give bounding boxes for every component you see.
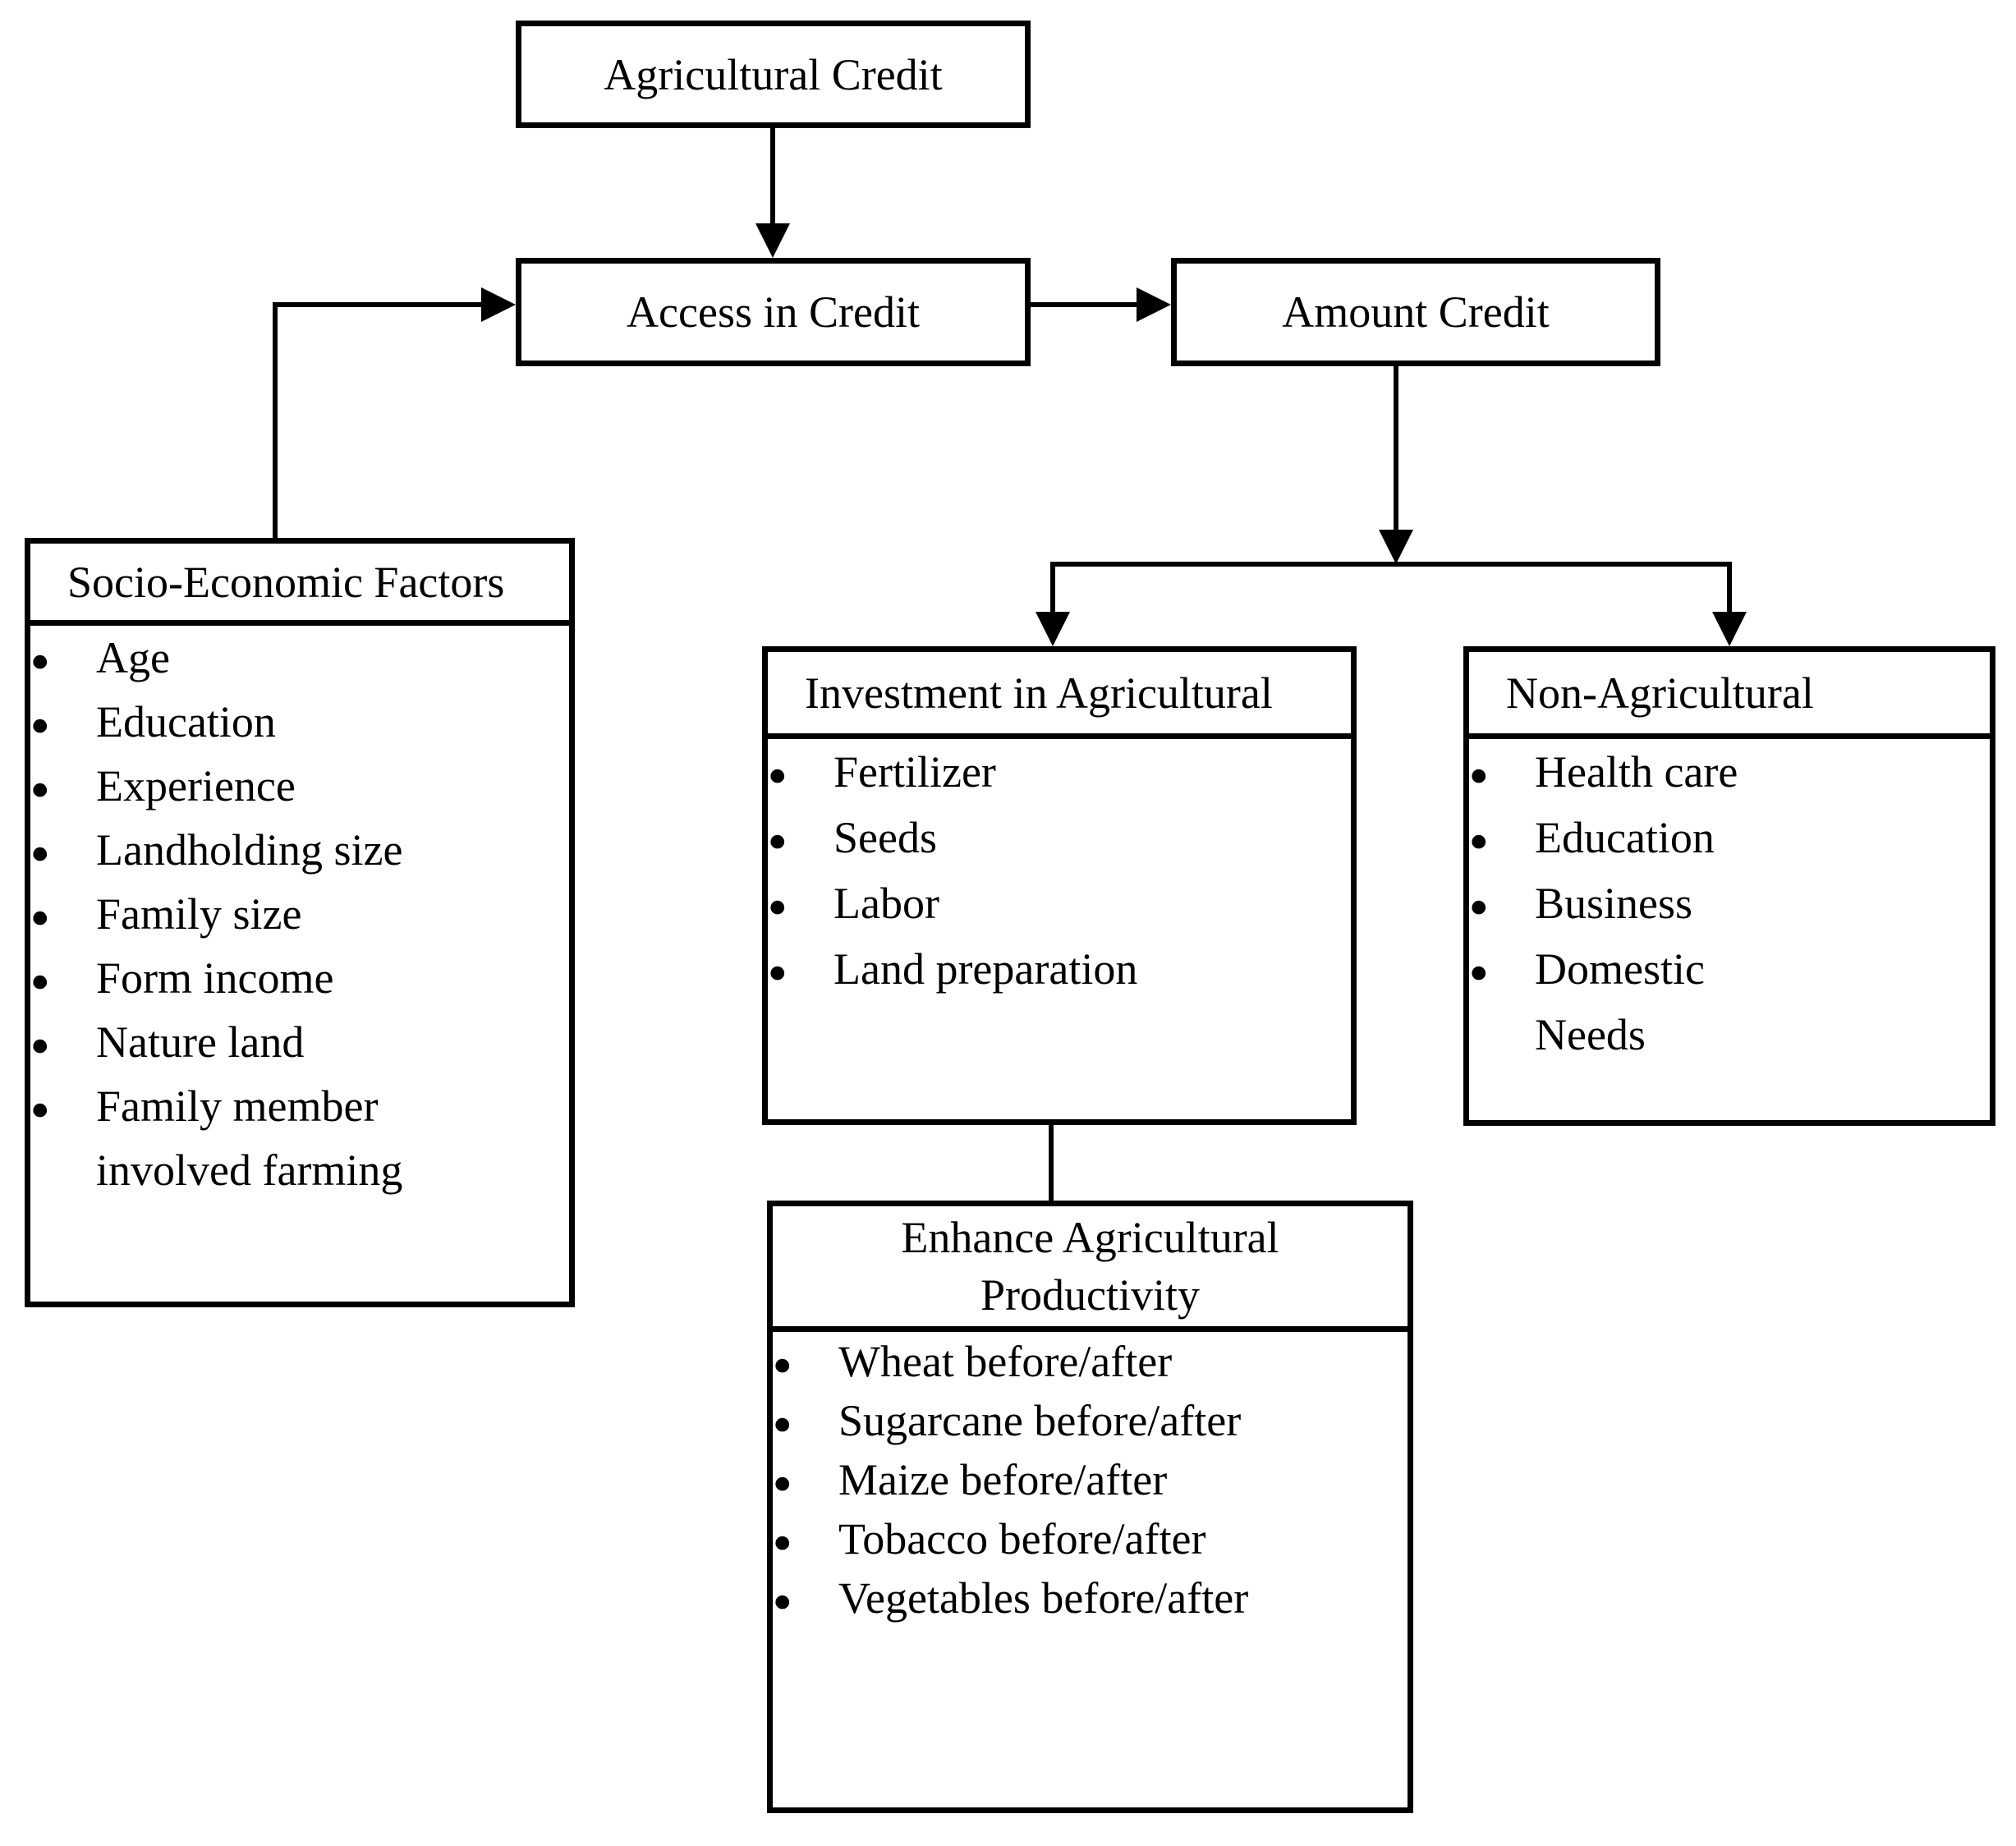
list-item: Seeds: [768, 805, 1351, 874]
list-item: Wheat before/after: [773, 1332, 1265, 1394]
connector-junction-to-nonagricultural-arrowhead-icon: [1712, 612, 1747, 646]
list-item: Vegetables before/after: [773, 1568, 1265, 1631]
list-item: Age: [30, 626, 466, 693]
connector-investment-to-enhance-line: [1049, 1125, 1054, 1201]
connector-amount-to-junction-arrowhead-icon: [1379, 530, 1413, 564]
list-item: Maize before/after: [773, 1450, 1265, 1513]
connector-junction-bar: [1050, 562, 1732, 567]
node-access-in-credit: Access in Credit: [516, 258, 1031, 366]
node-title: Enhance Agricultural Productivity: [773, 1206, 1408, 1332]
connector-socio-to-access-vertical-line: [273, 302, 278, 538]
list-item: Sugarcane before/after: [773, 1391, 1265, 1453]
enhance-productivity-list: Wheat before/afterSugarcane before/after…: [773, 1332, 1408, 1631]
connector-junction-to-nonagricultural-line: [1727, 562, 1732, 616]
list-item: Fertilizer: [768, 739, 1351, 808]
list-item: Labor: [768, 870, 1351, 939]
investment-list: FertilizerSeedsLaborLand preparation: [768, 739, 1351, 1005]
list-item: Education: [30, 690, 466, 757]
non-agricultural-list: Health careEducationBusinessDomestic Nee…: [1469, 739, 1990, 1068]
connector-amount-to-junction-line: [1394, 366, 1398, 532]
socio-economic-list: AgeEducationExperienceLandholding sizeFa…: [30, 626, 569, 1202]
node-agricultural-credit: Agricultural Credit: [516, 21, 1031, 128]
node-title: Socio-Economic Factors: [30, 544, 569, 626]
connector-junction-to-investment-line: [1050, 562, 1055, 616]
list-item: Form income: [30, 946, 466, 1013]
node-investment-in-agricultural: Investment in Agricultural FertilizerSee…: [762, 646, 1357, 1125]
list-item: Land preparation: [768, 936, 1351, 1005]
connector-agricredit-to-access-line: [770, 128, 775, 230]
node-label: Agricultural Credit: [604, 49, 943, 99]
list-item: Experience: [30, 754, 466, 821]
connector-socio-to-access-horizontal-line: [273, 302, 484, 307]
node-socio-economic-factors: Socio-Economic Factors AgeEducationExper…: [25, 538, 575, 1307]
node-title-text: Enhance Agricultural Productivity: [901, 1212, 1279, 1320]
node-title: Non-Agricultural: [1469, 652, 1990, 739]
list-item: Domestic Needs: [1469, 936, 1814, 1068]
node-amount-credit: Amount Credit: [1171, 258, 1660, 366]
connector-access-to-amount-line: [1031, 302, 1138, 307]
list-item: Health care: [1469, 739, 1814, 808]
node-title: Investment in Agricultural: [768, 652, 1351, 739]
connector-socio-to-access-arrowhead-icon: [481, 287, 516, 322]
node-enhance-agricultural-productivity: Enhance Agricultural Productivity Wheat …: [767, 1201, 1413, 1813]
connector-agricredit-to-access-arrowhead-icon: [755, 223, 790, 258]
node-non-agricultural: Non-Agricultural Health careEducationBus…: [1463, 646, 1995, 1126]
connector-access-to-amount-arrowhead-icon: [1137, 287, 1171, 322]
list-item: Business: [1469, 870, 1814, 939]
list-item: Family member involved farming: [30, 1074, 466, 1202]
list-item: Tobacco before/after: [773, 1509, 1265, 1572]
connector-junction-to-investment-arrowhead-icon: [1036, 612, 1070, 646]
list-item: Education: [1469, 805, 1814, 874]
list-item: Nature land: [30, 1010, 466, 1077]
node-label: Amount Credit: [1282, 287, 1550, 337]
list-item: Family size: [30, 882, 466, 949]
list-item: Landholding size: [30, 818, 466, 885]
node-label: Access in Credit: [627, 287, 920, 337]
